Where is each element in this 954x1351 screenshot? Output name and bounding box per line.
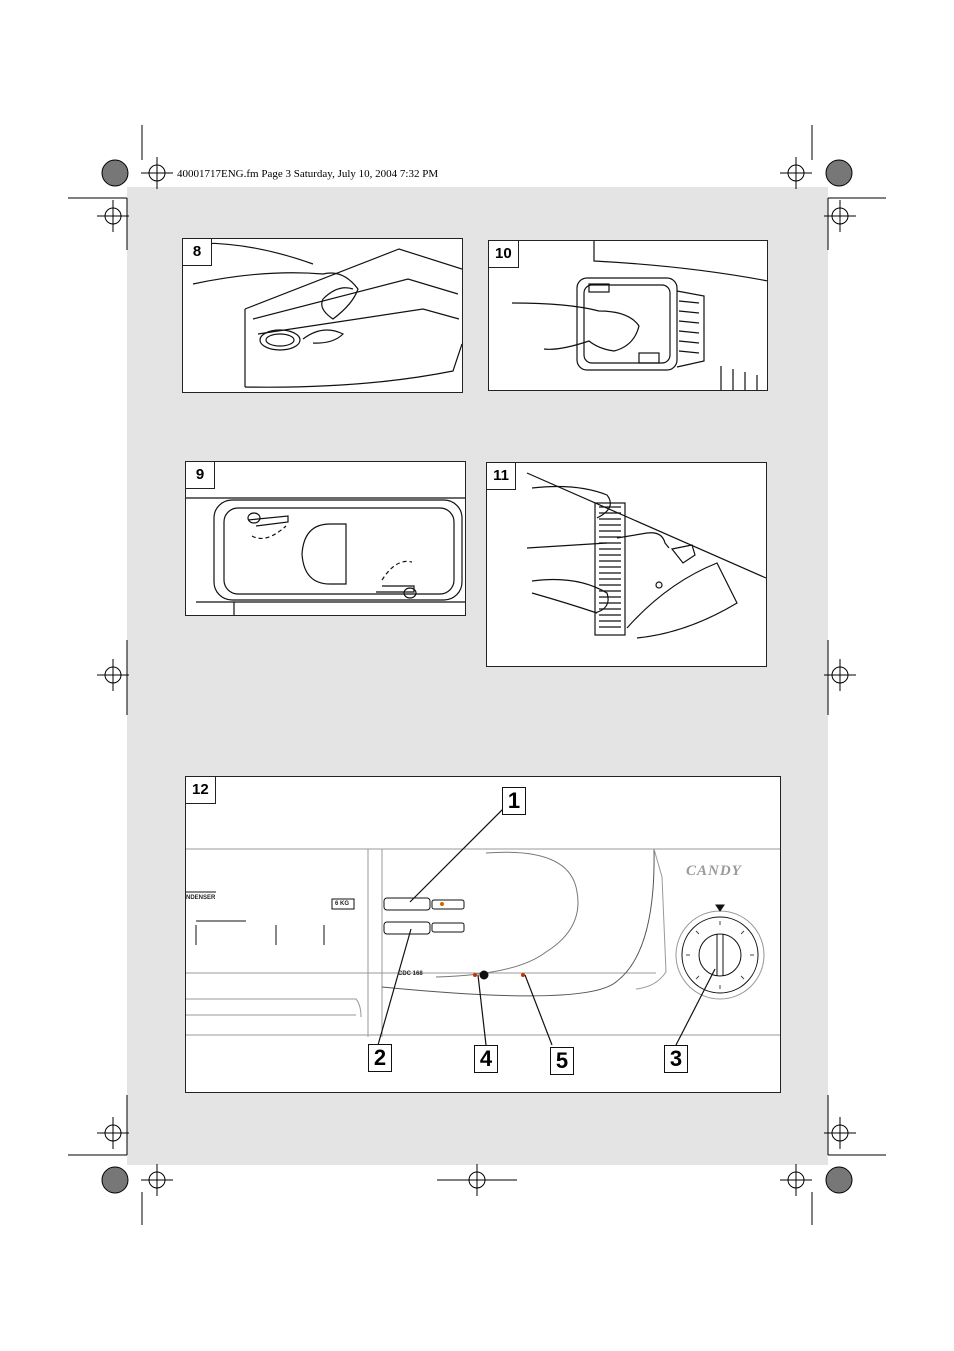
figure-11-number: 11 — [487, 463, 516, 490]
figure-12: 12 CANDY NDENSER 6 KG CDC 168 1 2 4 5 3 — [185, 776, 781, 1093]
callout-5: 5 — [550, 1047, 574, 1075]
figure-10-number: 10 — [489, 241, 519, 268]
figure-10-drawing — [511, 241, 767, 390]
brand-logo: CANDY — [686, 863, 742, 879]
figure-12-number: 12 — [186, 777, 216, 804]
callout-3: 3 — [664, 1045, 688, 1073]
figure-8: 8 — [182, 238, 463, 393]
crosshair-target — [780, 1164, 812, 1196]
crosshair-target — [824, 200, 856, 232]
crosshair-target — [97, 659, 129, 691]
crosshair-target — [97, 200, 129, 232]
color-bar-rosette — [101, 1166, 129, 1194]
color-bar-rosette — [825, 159, 853, 187]
figure-9-drawing — [186, 497, 465, 615]
figure-11: 11 — [486, 462, 767, 667]
file-header: 40001717ENG.fm Page 3 Saturday, July 10,… — [177, 168, 439, 180]
capacity-badge-box — [331, 898, 355, 910]
model-label: NDENSER — [186, 895, 216, 901]
callout-4: 4 — [474, 1045, 498, 1073]
color-bar-rosette — [825, 1166, 853, 1194]
crosshair-target — [141, 157, 173, 189]
model-code: CDC 168 — [398, 971, 423, 977]
figure-11-drawing — [526, 472, 766, 639]
crosshair-target — [824, 1117, 856, 1149]
figure-9: 9 — [185, 461, 466, 616]
callout-1: 1 — [502, 787, 526, 815]
crosshair-target — [824, 659, 856, 691]
option-button — [383, 921, 431, 935]
crosshair-target — [780, 157, 812, 189]
color-bar-rosette — [101, 159, 129, 187]
figure-8-number: 8 — [183, 239, 212, 266]
figure-9-number: 9 — [186, 462, 215, 489]
indicator-light — [479, 970, 489, 980]
callout-2: 2 — [368, 1044, 392, 1072]
figure-8-drawing — [183, 242, 462, 388]
capacity-badge: 6 KG — [335, 901, 350, 907]
program-button — [383, 897, 431, 911]
figure-10: 10 — [488, 240, 768, 391]
figure-12-drawing — [186, 798, 780, 1046]
crosshair-target — [141, 1164, 173, 1196]
crosshair-target — [97, 1117, 129, 1149]
timer-dial-ring — [681, 916, 759, 994]
timer-knob — [698, 933, 742, 977]
